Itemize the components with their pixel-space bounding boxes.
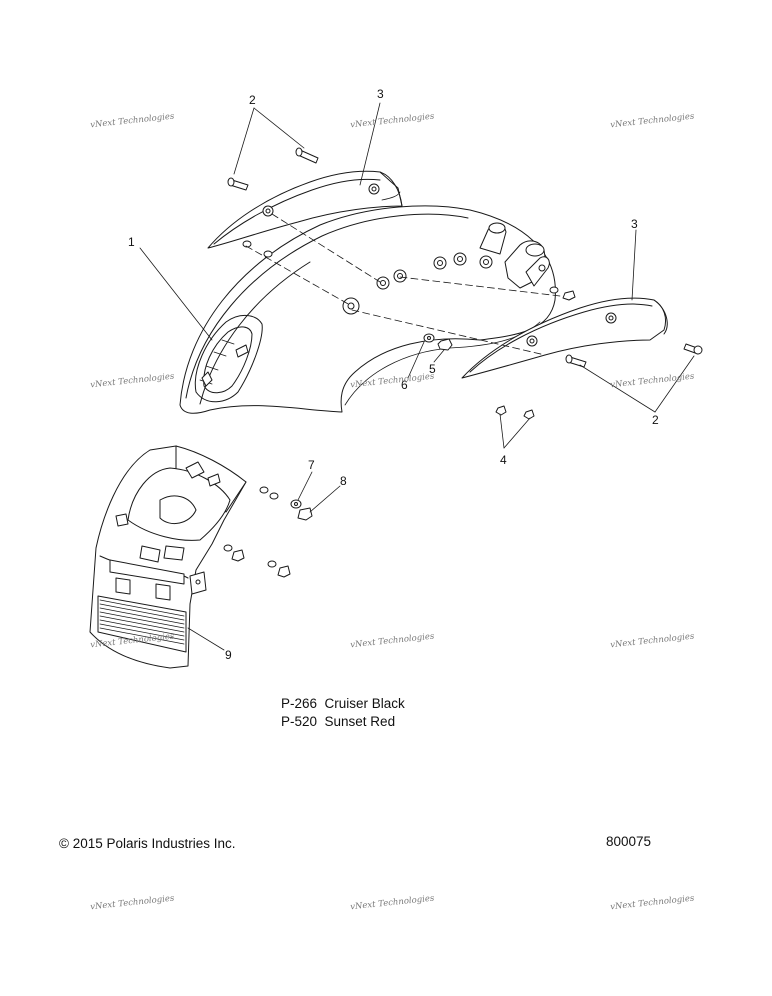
callout-7: 7 xyxy=(308,458,315,472)
callout-9: 9 xyxy=(225,648,232,662)
leader-lines xyxy=(139,102,695,651)
rear-fender xyxy=(179,205,556,414)
callout-8: 8 xyxy=(340,474,347,488)
assembly-lines xyxy=(245,213,561,356)
callout-2-right: 2 xyxy=(652,413,659,427)
washers-and-nuts xyxy=(242,240,576,420)
right-fender-rail xyxy=(461,297,668,379)
callout-5: 5 xyxy=(429,362,436,376)
diagram-number: 800075 xyxy=(606,834,652,849)
callout-3-top: 3 xyxy=(377,87,384,101)
callout-3-right: 3 xyxy=(631,217,638,231)
copyright-notice: © 2015 Polaris Industries Inc. xyxy=(59,836,236,851)
license-plate-bracket xyxy=(89,445,247,669)
color-option-red: P-520 Sunset Red xyxy=(281,714,396,729)
small-hardware xyxy=(223,486,313,578)
bolts xyxy=(227,147,703,368)
color-option-black: P-266 Cruiser Black xyxy=(281,696,405,711)
callout-2-top: 2 xyxy=(249,93,256,107)
left-fender-rail xyxy=(207,170,403,249)
callout-4: 4 xyxy=(500,453,507,467)
callout-6: 6 xyxy=(401,378,408,392)
callout-1: 1 xyxy=(128,235,135,249)
